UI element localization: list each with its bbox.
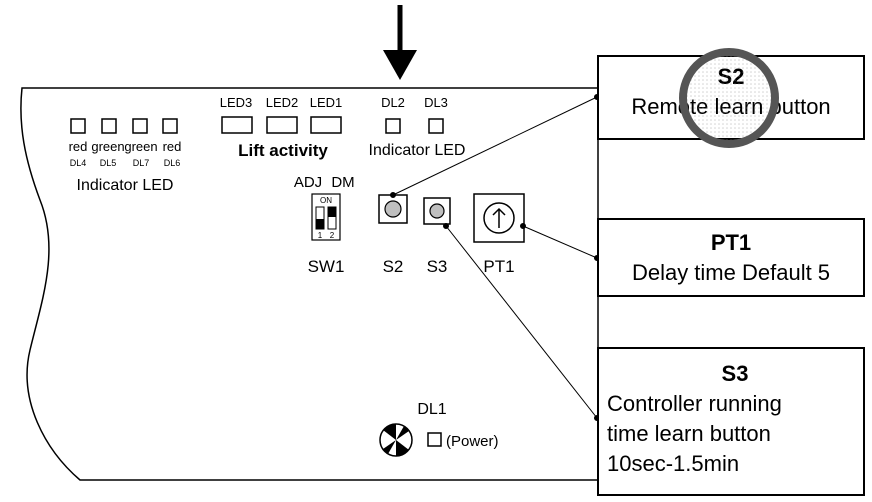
callout-s3: S3 Controller running time learn button … bbox=[597, 347, 865, 496]
led-dl5 bbox=[101, 118, 117, 134]
board-outline bbox=[20, 87, 599, 481]
adj-label: ADJ bbox=[294, 174, 322, 191]
lift-led2-label: LED2 bbox=[266, 95, 299, 110]
lift-activity-leds: LED3 LED2 LED1 Lift activity bbox=[220, 95, 343, 160]
callout-pt1: PT1 Delay time Default 5 bbox=[597, 218, 865, 297]
led-id-1: DL4 bbox=[70, 158, 87, 168]
switch-num-1: 1 bbox=[318, 231, 323, 240]
right-indicator-caption: Indicator LED bbox=[369, 142, 466, 159]
led-id-3: DL7 bbox=[133, 158, 150, 168]
s3-button: S3 bbox=[423, 197, 451, 276]
magnifier-ring-icon bbox=[679, 48, 779, 148]
callout-pt1-title: PT1 bbox=[710, 230, 752, 255]
lift-led2 bbox=[266, 116, 298, 134]
connector-lines bbox=[390, 94, 600, 421]
dip-switch-sw1: ADJ DM ON 1 2 SW1 bbox=[294, 174, 355, 276]
switch-num-2: 2 bbox=[330, 231, 335, 240]
switch-on-label: ON bbox=[320, 196, 332, 205]
power-label: (Power) bbox=[446, 433, 499, 450]
pt1-label: PT1 bbox=[483, 257, 514, 276]
callout-s3-title: S3 bbox=[721, 361, 749, 386]
lift-led1 bbox=[310, 116, 342, 134]
led-dl4 bbox=[70, 118, 86, 134]
lift-led3-label: LED3 bbox=[220, 95, 253, 110]
dl2-label: DL2 bbox=[381, 95, 405, 110]
led-color-4: red bbox=[163, 139, 182, 154]
led-color-3: green bbox=[124, 139, 157, 154]
lift-led1-label: LED1 bbox=[310, 95, 343, 110]
callout-pt1-text: Delay time Default 5 bbox=[631, 260, 831, 285]
led-dl1 bbox=[427, 432, 442, 447]
power-symbol-icon bbox=[379, 423, 413, 457]
callout-s3-line-2: time learn button bbox=[607, 421, 771, 446]
dm-label: DM bbox=[331, 174, 354, 191]
dl1-label: DL1 bbox=[417, 401, 446, 418]
s2-button: S2 bbox=[378, 194, 408, 276]
right-indicator-leds: DL2 DL3 Indicator LED bbox=[369, 95, 466, 159]
led-color-1: red bbox=[69, 139, 88, 154]
s3-label: S3 bbox=[427, 257, 448, 276]
led-id-4: DL6 bbox=[164, 158, 181, 168]
led-id-2: DL5 bbox=[100, 158, 117, 168]
led-color-2: green bbox=[91, 139, 124, 154]
led-dl6 bbox=[162, 118, 178, 134]
pt1-potentiometer: PT1 bbox=[473, 193, 525, 276]
callout-s3-line-3: 10sec-1.5min bbox=[607, 451, 740, 476]
down-arrow-icon bbox=[383, 5, 417, 80]
lift-led3 bbox=[221, 116, 253, 134]
led-dl7 bbox=[132, 118, 148, 134]
lift-activity-caption: Lift activity bbox=[238, 141, 328, 160]
left-indicator-caption: Indicator LED bbox=[77, 177, 174, 194]
s2-label: S2 bbox=[383, 257, 404, 276]
left-indicator-leds: red green green red DL4 DL5 DL7 DL6 Indi… bbox=[69, 118, 182, 194]
led-dl3 bbox=[428, 118, 444, 134]
power-led: DL1 (Power) bbox=[379, 401, 499, 457]
sw1-label: SW1 bbox=[308, 257, 345, 276]
led-dl2 bbox=[385, 118, 401, 134]
callout-s3-line-1: Controller running bbox=[607, 391, 782, 416]
dl3-label: DL3 bbox=[424, 95, 448, 110]
